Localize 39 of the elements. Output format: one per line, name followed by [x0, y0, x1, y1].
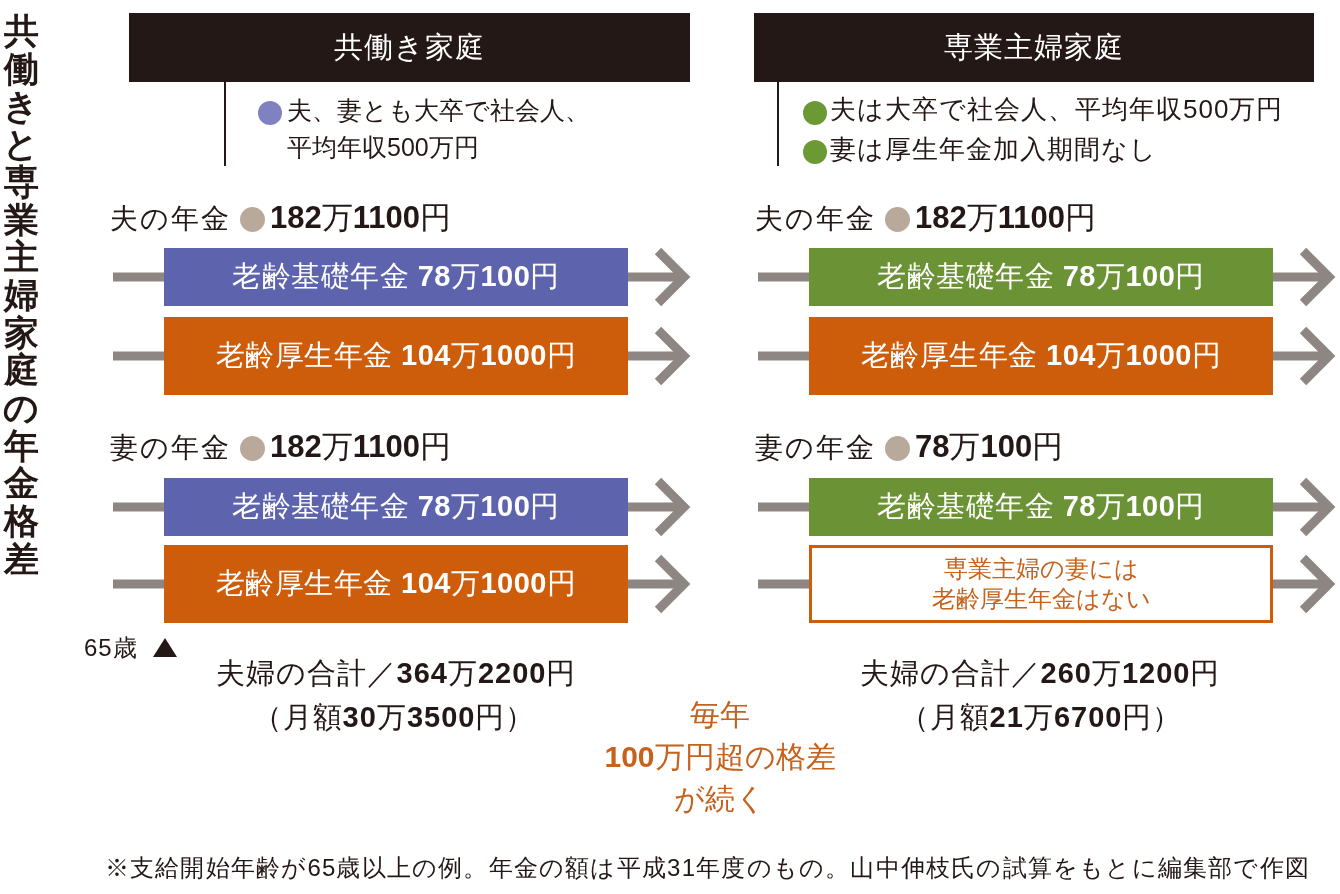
- pension-heading: 夫の年金: [110, 202, 231, 236]
- pension-heading: 妻の年金: [110, 431, 231, 465]
- pension-label: 老齢厚生年金 104万1000円: [215, 338, 577, 373]
- pension-amount: 182万1100円: [270, 430, 451, 464]
- pension-label: 老齢基礎年金 78万100円: [232, 259, 560, 294]
- pension-bar: [164, 478, 628, 536]
- pension-heading: 妻の年金: [755, 431, 876, 465]
- gap-note: 毎年100万円超の格差が続く: [603, 697, 837, 817]
- pension-label: 老齢基礎年金 78万100円: [877, 489, 1205, 524]
- pension-amount: 182万1100円: [915, 201, 1096, 235]
- header-title: 専業主婦家庭: [944, 29, 1124, 65]
- footnote: ※支給開始年齢が65歳以上の例。年金の額は平成31年度のもの。山中伸枝氏の試算をもとに編集部で作図: [104, 853, 1310, 883]
- monthly-amount: （月額30万3500円）: [251, 700, 537, 735]
- pension-bar: [809, 248, 1273, 306]
- header-box: [129, 13, 690, 82]
- monthly-amount: （月額21万6700円）: [898, 700, 1184, 735]
- pension-bar: [809, 478, 1273, 536]
- pension-bar: [164, 317, 628, 395]
- vertical-title: 共働きと専業主婦家庭の年金格差: [2, 12, 40, 578]
- pension-heading: 夫の年金: [755, 202, 876, 236]
- condition-text: 夫、妻とも大卒で社会人、平均年収500万円: [287, 95, 591, 163]
- pension-label: 老齢厚生年金 104万1000円: [860, 338, 1222, 373]
- pension-bar: [809, 317, 1273, 395]
- condition-text: 夫は大卒で社会人、平均年収500万円: [830, 93, 1284, 126]
- pension-label: 老齢厚生年金 104万1000円: [215, 566, 577, 601]
- pension-bar: [164, 545, 628, 623]
- pension-amount: 78万100円: [915, 430, 1064, 464]
- pension-bar: [164, 248, 628, 306]
- header-title: 共働き家庭: [334, 29, 485, 65]
- total-amount: 夫婦の合計／260万1200円: [858, 656, 1222, 691]
- header-box: [754, 13, 1314, 82]
- total-amount: 夫婦の合計／364万2200円: [214, 656, 578, 691]
- age-label: 65歳: [84, 634, 138, 662]
- pension-label: 老齢基礎年金 78万100円: [232, 489, 560, 524]
- condition-text: 妻は厚生年金加入期間なし: [830, 133, 1157, 166]
- pension-label: 老齢基礎年金 78万100円: [877, 259, 1205, 294]
- note-box: [809, 545, 1273, 623]
- note-text: 専業主婦の妻には老齢厚生年金はない: [930, 554, 1152, 614]
- pension-amount: 182万1100円: [270, 201, 451, 235]
